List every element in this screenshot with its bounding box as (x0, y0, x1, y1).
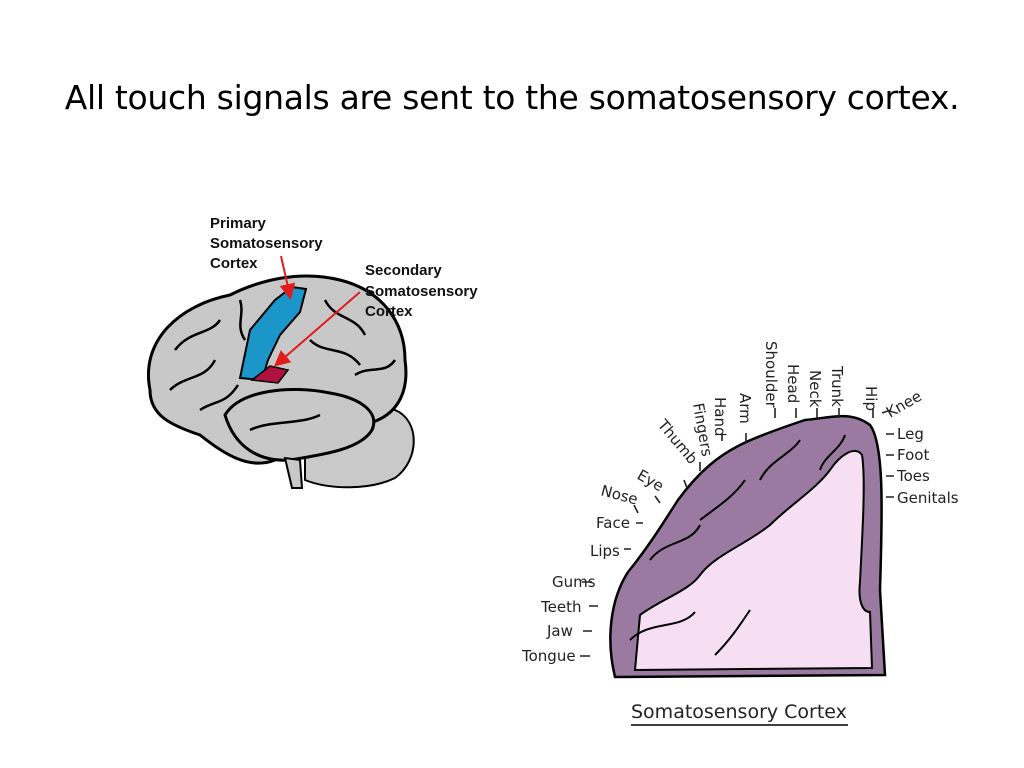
brain-lateral-diagram (147, 255, 415, 489)
label-neck: Neck (806, 370, 824, 408)
label-hip: Hip (862, 386, 880, 411)
label-knee: Knee (883, 387, 925, 421)
primary-label: Primary Somatosensory Cortex (210, 215, 327, 272)
secondary-label-line: Secondary (365, 262, 442, 279)
secondary-label-line: Somatosensory (365, 283, 478, 300)
cortex-inner (633, 450, 874, 672)
label-lips: Lips (590, 542, 620, 560)
cortex-cross-section (609, 414, 887, 679)
gyri (169, 299, 397, 432)
label-teeth: Teeth (540, 598, 581, 616)
slide-title: All touch signals are sent to the somato… (64, 78, 960, 117)
label-hand: Hand (711, 397, 729, 437)
primary-label-line: Cortex (210, 255, 258, 272)
secondary-arrow (273, 291, 361, 367)
label-genitals: Genitals (897, 489, 959, 507)
label-toes: Toes (896, 467, 930, 485)
secondary-label-line: Cortex (365, 303, 413, 320)
sulci (629, 434, 846, 656)
homunculus-caption: Somatosensory Cortex (631, 701, 847, 723)
primary-arrow (279, 255, 296, 300)
primary-label-line: Somatosensory (210, 235, 323, 252)
label-gums: Gums (552, 573, 596, 591)
label-jaw: Jaw (546, 622, 573, 640)
label-face: Face (596, 514, 630, 532)
primary-label-line: Primary (210, 215, 267, 232)
label-head: Head (784, 364, 802, 403)
label-shoulder: Shoulder (762, 341, 780, 409)
label-foot: Foot (897, 446, 929, 464)
secondary-cortex-region (250, 365, 290, 384)
secondary-label: Secondary Somatosensory Cortex (365, 262, 482, 320)
temporal-lobe (223, 387, 376, 462)
label-trunk: Trunk (828, 365, 846, 407)
label-arm: Arm (736, 393, 754, 424)
label-leg: Leg (897, 425, 924, 443)
label-dashes (580, 408, 894, 657)
brainstem (283, 456, 304, 489)
label-tongue: Tongue (521, 647, 576, 665)
label-nose: Nose (599, 481, 640, 508)
